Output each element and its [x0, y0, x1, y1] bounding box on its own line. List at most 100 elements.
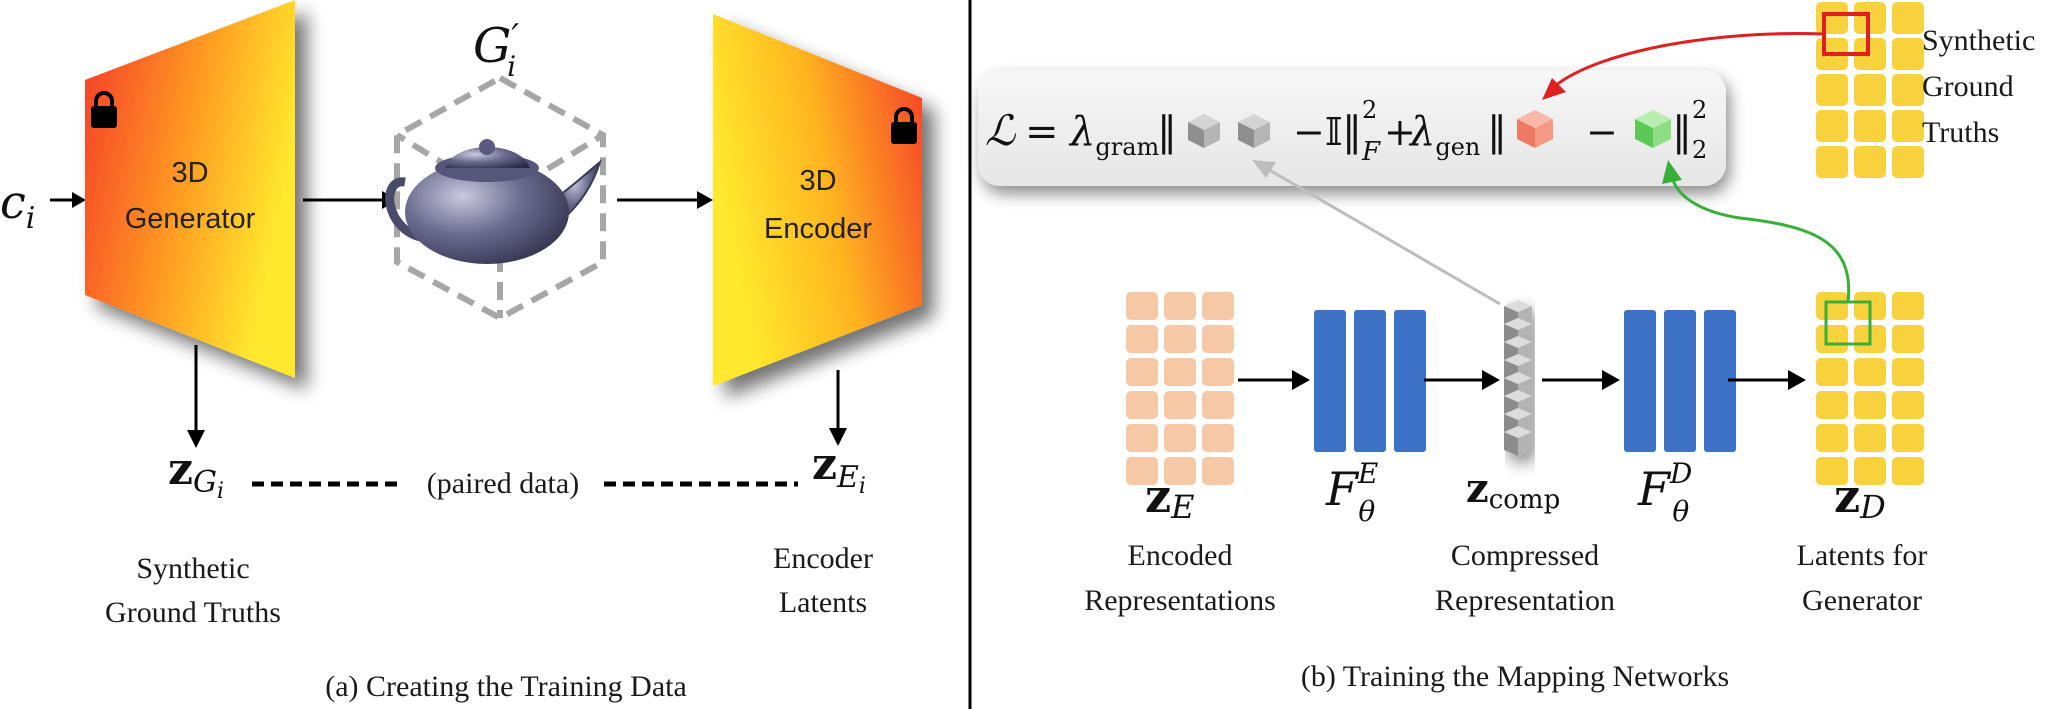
cube-icon: [1517, 110, 1553, 148]
comp-cube-top: [1504, 408, 1532, 420]
z-enc-label: zEi: [812, 439, 866, 499]
generator-label-2: Generator: [125, 203, 256, 235]
gt-cell: [1816, 146, 1848, 178]
loss-plus: +: [1384, 110, 1416, 154]
latent-cell: [1816, 325, 1848, 353]
lock-icon: [891, 107, 917, 144]
comp-cube-top: [1504, 336, 1532, 348]
loss-norm-open-2: ‖: [1487, 109, 1507, 155]
encoded-cell: [1164, 391, 1196, 419]
loss-norm-open-1: ‖: [1157, 109, 1177, 155]
loss-minus: −: [1586, 110, 1618, 154]
arrow-icon: [1662, 160, 1682, 184]
mlp-layer: [1394, 310, 1426, 452]
paired-data-label: (paired data): [427, 467, 579, 500]
arrow-icon: [1542, 78, 1566, 100]
loss-eq: =: [1025, 109, 1059, 155]
mlp-encoder: [1314, 310, 1426, 452]
loss-norm-close-2: ‖: [1672, 109, 1692, 155]
compressed-column: [1504, 300, 1532, 456]
gt-cell: [1816, 110, 1848, 142]
encoded-cell: [1164, 457, 1196, 485]
latent-cell: [1816, 358, 1848, 386]
z-comp-label: zcomp: [1466, 465, 1560, 515]
comp-cube-top: [1504, 300, 1532, 312]
gaussian-label: G′i: [473, 17, 519, 83]
arrow-icon: [72, 192, 86, 208]
encoded-cell: [1202, 325, 1234, 353]
mlp-layer: [1704, 310, 1736, 452]
encoded-cell: [1202, 358, 1234, 386]
synthetic-gt-label-1: Synthetic: [136, 552, 249, 585]
encoded-cell: [1126, 292, 1158, 320]
latent-cell: [1816, 457, 1848, 485]
generator-block: [85, 0, 295, 378]
caption-a: (a) Creating the Training Data: [325, 670, 687, 703]
loss-two-sub: 2: [1692, 136, 1707, 164]
encoder-block: [713, 14, 922, 386]
mlp-layer: [1664, 310, 1696, 452]
latent-cell: [1816, 424, 1848, 452]
z-gen-label: zGi: [168, 444, 224, 504]
encoded-cell: [1202, 424, 1234, 452]
latent-cell: [1854, 424, 1886, 452]
arrow-icon: [1252, 160, 1276, 178]
encoded-cell: [1126, 391, 1158, 419]
comp-cube-top: [1504, 372, 1532, 384]
encoded-cell: [1126, 457, 1158, 485]
compressed-label-2: Representation: [1435, 584, 1615, 617]
arrow-icon: [829, 428, 847, 446]
mlp-layer: [1314, 310, 1346, 452]
encoder-latents-label-1: Encoder: [773, 542, 873, 575]
synthetic-gt-label-2: Ground Truths: [105, 596, 281, 629]
comp-cube-top: [1504, 354, 1532, 366]
cube-icon: [1188, 114, 1220, 148]
encoder-label-1: 3D: [799, 165, 836, 197]
encoded-label-2: Representations: [1084, 584, 1276, 617]
mlp-layer: [1354, 310, 1386, 452]
loss-box: [978, 70, 1726, 186]
gt-to-loss-arrow: [1554, 32, 1825, 88]
encoded-cell: [1164, 292, 1196, 320]
gt-cell: [1892, 110, 1924, 142]
latent-cell: [1854, 457, 1886, 485]
gt-cell: [1892, 74, 1924, 106]
comp-cube-right: [1518, 432, 1532, 456]
encoded-cell: [1164, 325, 1196, 353]
encoded-cell: [1126, 424, 1158, 452]
comp-cube-left: [1504, 432, 1518, 456]
compressed-label-1: Compressed: [1451, 539, 1599, 572]
latent-cell: [1892, 457, 1924, 485]
gt-cell: [1854, 74, 1886, 106]
latent-cell: [1892, 391, 1924, 419]
encoded-cell: [1202, 292, 1234, 320]
condition-label: ci: [0, 175, 35, 236]
latent-cell: [1854, 358, 1886, 386]
gt-cell: [1892, 146, 1924, 178]
loss-minus-identity: −𝕀: [1293, 110, 1343, 154]
arrow-icon: [187, 430, 205, 448]
latent-cell: [1892, 325, 1924, 353]
mlp-decoder: [1624, 310, 1736, 452]
encoded-cell: [1126, 325, 1158, 353]
synthetic-label-3: Truths: [1922, 116, 1999, 149]
latent-cell: [1816, 292, 1848, 320]
loss-norm-close-1: ‖: [1342, 109, 1362, 155]
encoded-cell: [1202, 457, 1234, 485]
comp-cube-top: [1504, 318, 1532, 330]
z-e-label: zE: [1145, 469, 1194, 526]
z-d-label: zD: [1834, 469, 1886, 526]
mlp-layer: [1624, 310, 1656, 452]
loss-lambda-gen: λgen: [1408, 109, 1480, 161]
latent-cell: [1816, 391, 1848, 419]
gt-cell: [1854, 110, 1886, 142]
loss-frob-sub: F: [1361, 137, 1381, 167]
gt-cell: [1816, 2, 1848, 34]
encoded-grid: [1126, 292, 1234, 485]
loss-L: ℒ: [985, 106, 1016, 155]
latent-cell: [1892, 358, 1924, 386]
encoded-label-1: Encoded: [1128, 539, 1233, 572]
